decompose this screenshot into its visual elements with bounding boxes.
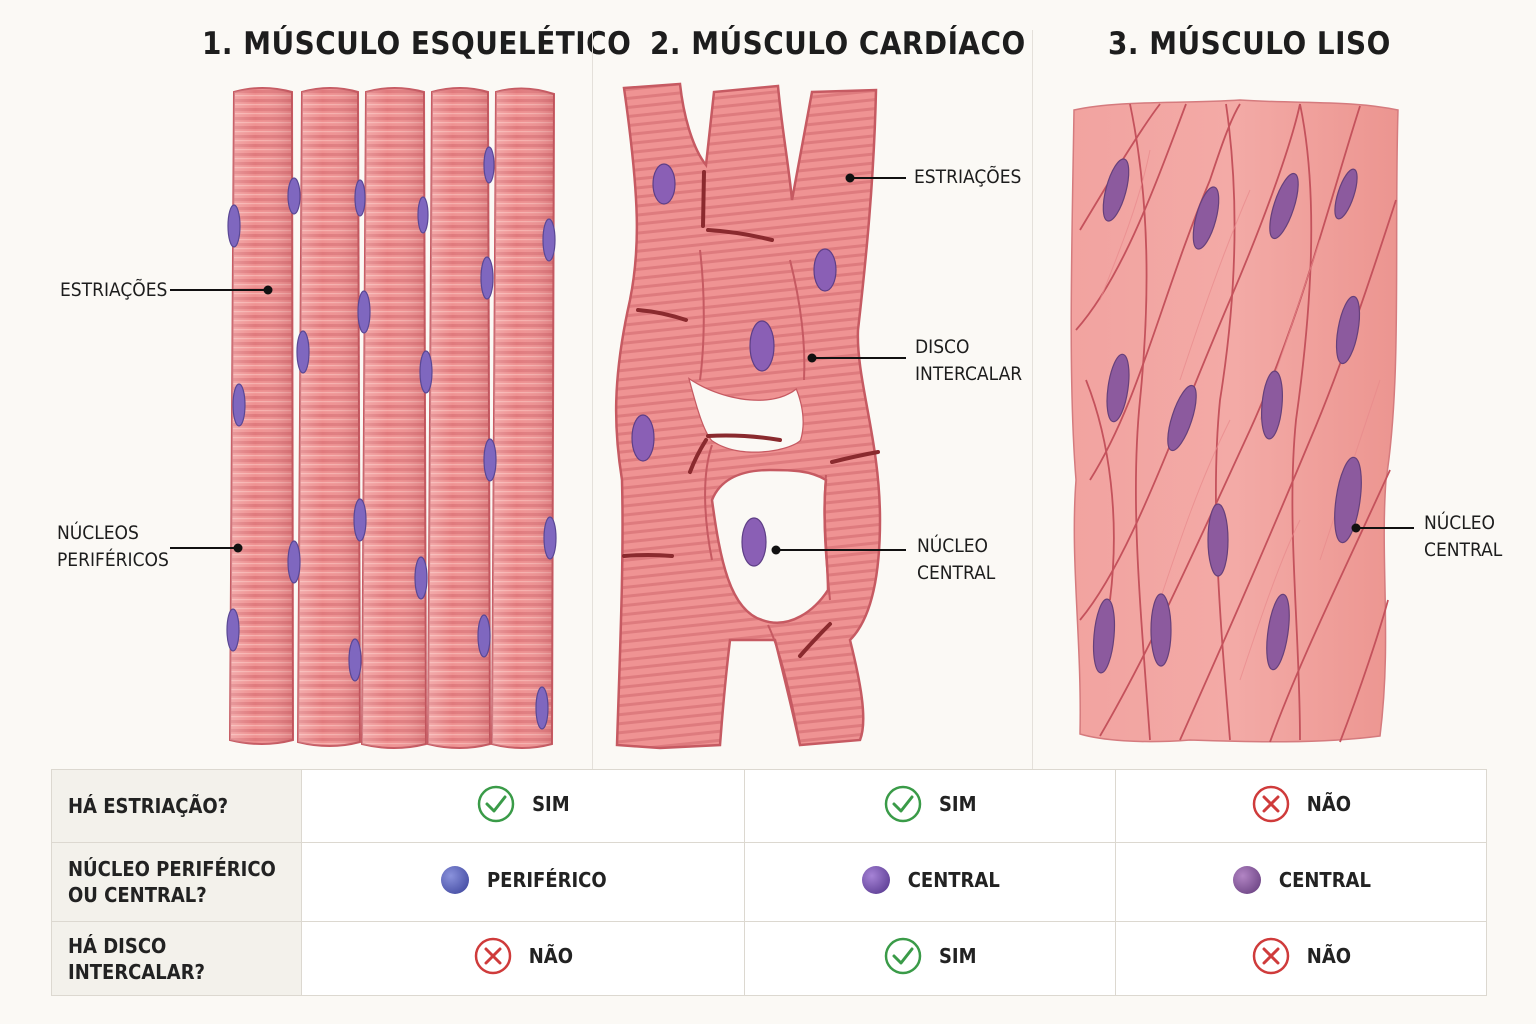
skeletal-fiber bbox=[490, 87, 556, 749]
divider-right bbox=[1032, 30, 1033, 770]
skeletal-fiber bbox=[296, 87, 362, 747]
smooth-cell-boundaries bbox=[1075, 103, 1397, 743]
table-cell: NÃO bbox=[301, 921, 745, 996]
skeletal-fiber bbox=[426, 87, 492, 749]
cell-text: SIM bbox=[938, 791, 977, 816]
nucleus-dot-icon bbox=[441, 865, 469, 894]
label-cardiac-disc: DISCO INTERCALAR bbox=[915, 336, 1023, 385]
title-smooth: 3. MÚSCULO LISO bbox=[1108, 26, 1391, 62]
nuclei-pointer-dot bbox=[233, 543, 243, 553]
cell-text: NÃO bbox=[1306, 791, 1352, 816]
table-cell: SIM bbox=[743, 921, 1116, 996]
table-cell: SIM bbox=[743, 769, 1116, 843]
table-row: HÁ DISCO INTERCALAR? NÃO SIM NÃO bbox=[51, 921, 1488, 996]
cell-text: CENTRAL bbox=[907, 867, 1000, 892]
smooth-muscle-sheet bbox=[1070, 99, 1414, 743]
label-skeletal-nuclei: NÚCLEOS PERIFÉRICOS bbox=[57, 522, 169, 571]
label-skeletal-striations: ESTRIAÇÕES bbox=[60, 279, 168, 301]
table-row: HÁ ESTRIAÇÃO? SIM SIM NÃO bbox=[51, 769, 1488, 843]
check-icon bbox=[477, 785, 515, 822]
table-cell: CENTRAL bbox=[1114, 842, 1488, 922]
skeletal-fiber bbox=[360, 87, 428, 749]
central-nuclei bbox=[631, 163, 837, 567]
table-cell: SIM bbox=[301, 769, 745, 843]
cardiac-nucleus-dot bbox=[771, 545, 781, 555]
smooth-nucleus-dot bbox=[1351, 523, 1361, 533]
table-cell: PERIFÉRICO bbox=[301, 842, 745, 922]
striations-pointer-dot bbox=[263, 285, 273, 295]
nucleus-dot-icon bbox=[1232, 865, 1261, 894]
intercalated-disc-dot bbox=[807, 353, 817, 363]
cell-text: CENTRAL bbox=[1278, 867, 1371, 892]
table-cell: NÃO bbox=[1114, 769, 1488, 843]
cell-text: NÃO bbox=[528, 944, 573, 968]
label-cardiac-striations: ESTRIAÇÕES bbox=[914, 166, 1022, 188]
intercalated-discs bbox=[622, 170, 880, 658]
cross-icon bbox=[1252, 785, 1290, 822]
comparison-table: HÁ ESTRIAÇÃO? SIM SIM NÃO NÚCLEO PERIFÉR… bbox=[51, 769, 1488, 996]
table-cell: NÃO bbox=[1114, 921, 1488, 996]
label-cardiac-nucleus: NÚCLEO CENTRAL bbox=[917, 535, 996, 584]
cell-text: SIM bbox=[938, 944, 977, 968]
label-smooth-nucleus: NÚCLEO CENTRAL bbox=[1424, 512, 1503, 561]
cell-text: SIM bbox=[532, 791, 570, 816]
check-icon bbox=[884, 785, 922, 822]
title-skeletal: 1. MÚSCULO ESQUELÉTICO bbox=[202, 26, 632, 62]
check-icon bbox=[884, 937, 922, 975]
divider-left bbox=[592, 30, 593, 770]
cross-icon bbox=[474, 937, 511, 975]
cell-text: PERIFÉRICO bbox=[487, 867, 607, 892]
cardiac-muscle-network bbox=[614, 82, 906, 750]
nucleus-dot-icon bbox=[861, 865, 890, 894]
smooth-central-nuclei bbox=[1092, 158, 1362, 674]
cardiac-striations-dot bbox=[845, 173, 855, 183]
skeletal-muscle-fibers bbox=[170, 87, 557, 749]
row-question: HÁ DISCO INTERCALAR? bbox=[51, 921, 302, 996]
title-cardiac: 2. MÚSCULO CARDÍACO bbox=[650, 26, 1026, 62]
table-cell: CENTRAL bbox=[743, 842, 1116, 922]
skeletal-fiber bbox=[228, 87, 295, 745]
row-question: HÁ ESTRIAÇÃO? bbox=[51, 769, 302, 843]
muscle-illustrations bbox=[170, 82, 1414, 750]
cell-text: NÃO bbox=[1306, 944, 1352, 968]
peripheral-nuclei bbox=[226, 146, 557, 730]
cross-icon bbox=[1252, 937, 1290, 975]
